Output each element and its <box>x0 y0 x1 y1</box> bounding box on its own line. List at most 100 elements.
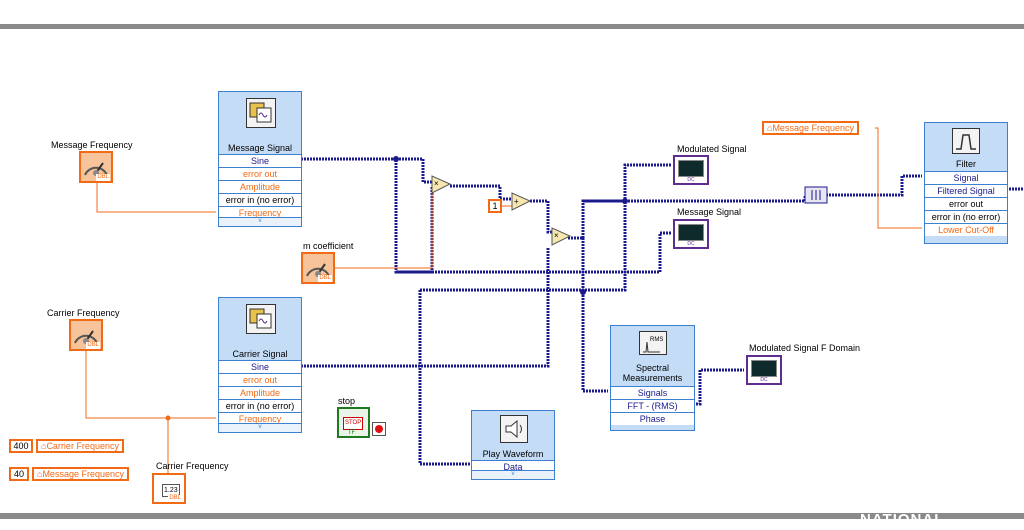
modulated-signal-graph-indicator[interactable]: DC <box>673 155 709 185</box>
stop-label: stop <box>338 396 356 406</box>
terminal-amplitude[interactable]: Amplitude <box>219 386 301 399</box>
terminal-frequency[interactable]: Frequency <box>219 412 301 425</box>
waveform-generator-icon <box>246 98 276 128</box>
spectral-icon: RMS <box>639 331 667 355</box>
dbl-tag: DBL <box>86 342 100 349</box>
constant-40[interactable]: 40 <box>9 467 29 481</box>
wire-to-filter <box>583 195 807 203</box>
dbl-tag: DBL <box>318 275 332 282</box>
message-frequency-knob[interactable]: DBL <box>79 151 113 183</box>
multiply-node <box>431 175 452 194</box>
terminal-error-in[interactable]: error in (no error) <box>925 210 1007 223</box>
wire-spectral-out <box>696 368 744 406</box>
dc-tag: DC <box>687 241 695 247</box>
message-frequency-local-variable-top[interactable]: ⌂Message Frequency <box>762 121 859 135</box>
expand-handle[interactable]: v <box>219 217 301 226</box>
graph-icon <box>678 160 704 177</box>
filter-icon <box>952 128 980 154</box>
multiply-symbol: × <box>434 179 439 188</box>
message-signal-indicator-label: Message Signal <box>677 207 742 217</box>
stop-indicator-icon <box>372 422 386 436</box>
message-signal-title: Message Signal <box>227 143 293 153</box>
wire-carrier-sine <box>301 248 550 368</box>
wire-message-to-mult <box>396 157 432 184</box>
conversion-node <box>804 186 828 204</box>
wire-to-play <box>420 201 627 292</box>
terminal-sine[interactable]: Sine <box>219 154 301 167</box>
filter-title: Filter <box>956 159 976 169</box>
add-symbol: + <box>514 197 519 206</box>
wire-play-data <box>418 290 470 466</box>
expand-handle[interactable]: v <box>472 470 554 479</box>
terminal-error-in[interactable]: error in (no error) <box>219 399 301 412</box>
terminal-signals[interactable]: Signals <box>611 386 694 399</box>
m-coefficient-knob[interactable]: DBL <box>301 252 335 284</box>
modulated-signal-f-domain-label: Modulated Signal F Domain <box>749 343 861 353</box>
terminal-frequency[interactable]: Frequency <box>219 206 301 219</box>
terminal-data[interactable]: Data <box>472 460 554 473</box>
m-coefficient-label: m coefficient <box>303 241 354 251</box>
tf-tag: TF <box>348 430 356 436</box>
terminal-signal[interactable]: Signal <box>925 171 1007 184</box>
wire-add-to-mult2 <box>530 199 552 234</box>
terminal-lower-cutoff[interactable]: Lower Cut-Off <box>925 223 1007 236</box>
bottom-frame-border <box>0 513 1024 519</box>
wire-lowcut <box>875 127 922 229</box>
modulated-signal-label: Modulated Signal <box>677 144 747 154</box>
dc-tag: DC <box>687 177 695 183</box>
play-waveform-title: Play Waveform <box>482 449 544 459</box>
carrier-frequency-indicator-label: Carrier Frequency <box>156 461 229 471</box>
spectral-title: Spectral Measurements <box>622 363 683 383</box>
add-node <box>511 192 532 211</box>
terminal-error-out[interactable]: error out <box>219 373 301 386</box>
wire-filter-in <box>826 174 922 197</box>
wire-msgfreq <box>96 183 216 213</box>
watermark: NATIONAL <box>860 511 945 528</box>
graph-icon <box>678 224 704 241</box>
top-frame-border <box>0 24 1024 29</box>
modulated-signal-f-domain-graph-indicator[interactable]: DC <box>746 355 782 385</box>
terminal-error-out[interactable]: error out <box>219 167 301 180</box>
dbl-tag: DBL <box>168 495 182 502</box>
local-variable-label: Carrier Frequency <box>46 441 119 451</box>
carrier-signal-title: Carrier Signal <box>232 349 288 359</box>
carrier-frequency-local-variable[interactable]: ⌂Carrier Frequency <box>36 439 124 453</box>
waveform-generator-icon <box>246 304 276 334</box>
stop-button-terminal[interactable]: STOP TF <box>337 407 370 438</box>
terminal-filtered-signal[interactable]: Filtered Signal <box>925 184 1007 197</box>
message-signal-vi[interactable]: Message Signal Sine error out Amplitude … <box>218 91 302 227</box>
stop-button-text: STOP <box>343 417 364 430</box>
terminal-phase[interactable]: Phase <box>611 412 694 425</box>
spectral-measurements-vi[interactable]: RMS Spectral Measurements Signals FFT - … <box>610 325 695 431</box>
multiply2-node <box>551 227 572 246</box>
terminal-fft-rms[interactable]: FFT - (RMS) <box>611 399 694 412</box>
terminal-amplitude[interactable]: Amplitude <box>219 180 301 193</box>
message-signal-graph-indicator[interactable]: DC <box>673 219 709 249</box>
play-waveform-vi[interactable]: Play Waveform Data v <box>471 410 555 480</box>
carrier-frequency-numeric-indicator[interactable]: 1.23 DBL <box>152 473 186 504</box>
message-frequency-label: Message Frequency <box>51 140 133 150</box>
terminal-error-in[interactable]: error in (no error) <box>219 193 301 206</box>
local-variable-label: Message Frequency <box>772 123 854 133</box>
carrier-frequency-knob[interactable]: DBL <box>69 319 103 351</box>
constant-one[interactable]: 1 <box>488 199 502 213</box>
dc-tag: DC <box>760 377 768 383</box>
wire-mod-to-spectral <box>581 238 608 393</box>
carrier-signal-vi[interactable]: Carrier Signal Sine error out Amplitude … <box>218 297 302 433</box>
constant-400[interactable]: 400 <box>9 439 33 453</box>
wire-message-indicator <box>396 231 672 274</box>
speaker-icon <box>500 415 528 443</box>
message-frequency-local-variable[interactable]: ⌂Message Frequency <box>32 467 129 481</box>
wire-mcoef <box>333 193 433 269</box>
carrier-frequency-label: Carrier Frequency <box>47 308 120 318</box>
terminal-sine[interactable]: Sine <box>219 360 301 373</box>
dbl-tag: DBL <box>96 174 110 181</box>
filter-vi[interactable]: Filter Signal Filtered Signal error out … <box>924 122 1008 244</box>
expand-handle[interactable]: v <box>219 423 301 432</box>
local-variable-label: Message Frequency <box>42 469 124 479</box>
terminal-error-out[interactable]: error out <box>925 197 1007 210</box>
wire-mult-to-add <box>450 184 512 201</box>
wire-carrierfreq <box>85 351 216 419</box>
graph-icon <box>751 360 777 377</box>
